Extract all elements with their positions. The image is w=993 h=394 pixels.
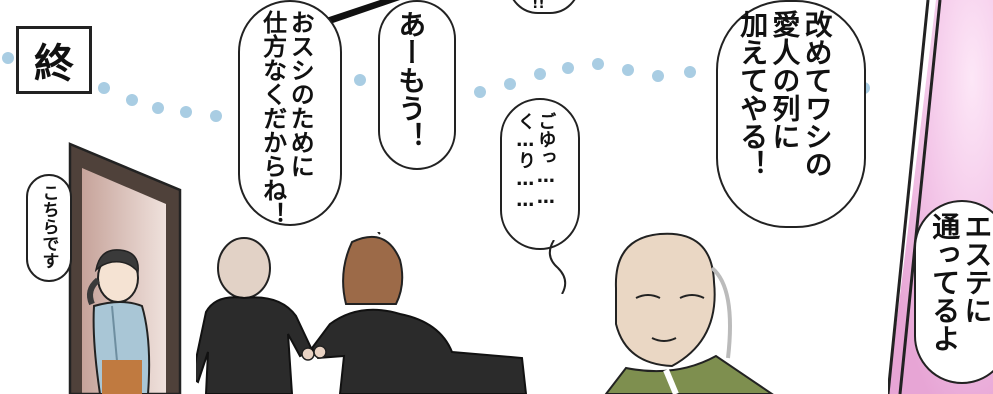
speech-bubble-amou: [378, 0, 456, 170]
amou-text: あーもう！: [394, 10, 428, 150]
speech-bubble-aratamete: [716, 0, 866, 228]
brown-haired-woman-figure: [310, 232, 528, 394]
bald-man-figure: [196, 237, 315, 394]
attendant-figure: [87, 249, 151, 394]
end-marker: 終: [16, 26, 92, 94]
speech-bubble-gyu: [500, 98, 580, 250]
kochira-text: こちらです: [38, 184, 59, 269]
top-fragment-text: !!: [532, 0, 545, 12]
speech-bubble-osushi: [238, 0, 342, 226]
esthe-text: エステに 通ってるよ: [928, 212, 993, 352]
old-man-figure: [604, 232, 774, 394]
side-panel: エステに 通ってるよ: [888, 0, 993, 394]
speech-tail-top: [320, 0, 400, 24]
osushi-text: おスシのために 仕方なくだからね！: [258, 10, 315, 226]
aratamete-text: 改めてワシの 愛人の列に 加えてやる！: [736, 10, 834, 178]
speech-bubble-esthe: [914, 200, 993, 384]
speech-bubble-kochira: [26, 174, 72, 282]
gyu-text: ごゆっ…… く…り……: [514, 112, 557, 211]
speech-tail-wavy: [548, 240, 567, 294]
